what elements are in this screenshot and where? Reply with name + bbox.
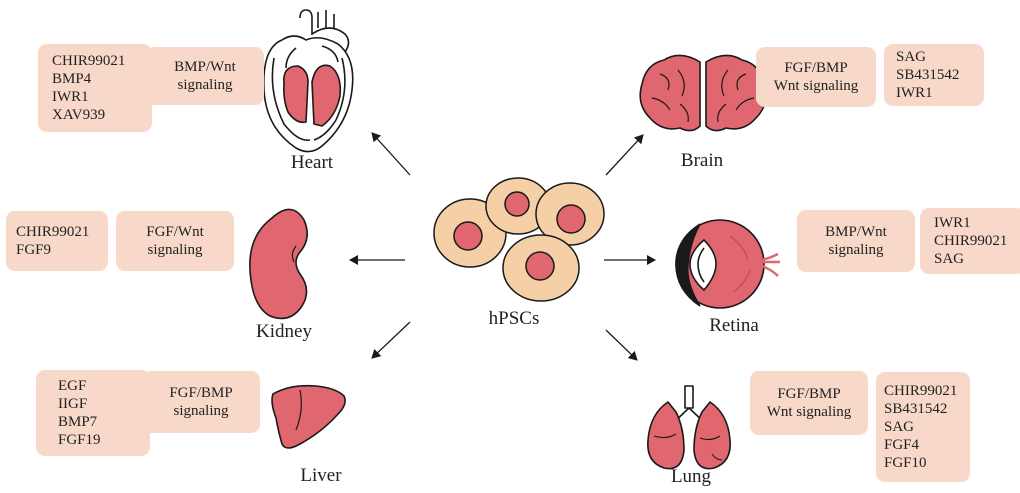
brain-compound: SAG — [896, 48, 984, 66]
brain-pathway-box: FGF/BMP Wnt signaling — [756, 47, 876, 107]
retina-pathway-line: signaling — [797, 241, 915, 259]
heart-pathway-line: BMP/Wnt — [146, 58, 264, 76]
brain-pathway-line: Wnt signaling — [756, 77, 876, 95]
heart-compound: CHIR99021 — [52, 52, 152, 70]
heart-compounds-box: CHIR99021 BMP4 IWR1 XAV939 — [38, 44, 152, 132]
liver-compound: FGF19 — [58, 431, 150, 449]
heart-compound: XAV939 — [52, 106, 152, 124]
heart-compound: BMP4 — [52, 70, 152, 88]
retina-pathway-box: BMP/Wnt signaling — [797, 210, 915, 272]
brain-illustration — [640, 55, 766, 130]
lung-compound: FGF10 — [884, 454, 970, 472]
lung-compound: SB431542 — [884, 400, 970, 418]
lung-illustration — [648, 386, 730, 469]
liver-compound: EGF — [58, 377, 150, 395]
kidney-illustration — [250, 209, 307, 318]
retina-label: Retina — [664, 315, 804, 337]
liver-pathway-line: signaling — [142, 402, 260, 420]
brain-compounds-box: SAG SB431542 IWR1 — [884, 44, 984, 106]
heart-label: Heart — [242, 152, 382, 174]
arrow-to-liver — [372, 322, 410, 358]
liver-label: Liver — [251, 465, 391, 487]
heart-pathway-line: signaling — [146, 76, 264, 94]
liver-compounds-box: EGF IIGF BMP7 FGF19 — [36, 370, 150, 456]
lung-compound: CHIR99021 — [884, 382, 970, 400]
lung-pathway-box: FGF/BMP Wnt signaling — [750, 371, 868, 435]
brain-label: Brain — [632, 150, 772, 172]
hpsc-cells — [434, 178, 604, 301]
retina-compound: SAG — [934, 250, 1020, 268]
retina-compound: CHIR99021 — [934, 232, 1020, 250]
heart-illustration — [264, 10, 353, 152]
lung-compounds-box: CHIR99021 SB431542 SAG FGF4 FGF10 — [876, 372, 970, 482]
heart-pathway-box: BMP/Wnt signaling — [146, 47, 264, 105]
liver-compound: BMP7 — [58, 413, 150, 431]
brain-compound: SB431542 — [896, 66, 984, 84]
arrow-to-lung — [606, 330, 637, 360]
brain-compound: IWR1 — [896, 84, 984, 102]
eye-illustration — [676, 220, 780, 308]
kidney-compound: CHIR99021 — [16, 223, 108, 241]
kidney-pathway-line: signaling — [116, 241, 234, 259]
lung-pathway-line: Wnt signaling — [750, 403, 868, 421]
kidney-label: Kidney — [214, 321, 354, 343]
liver-pathway-line: FGF/BMP — [142, 384, 260, 402]
lung-compound: FGF4 — [884, 436, 970, 454]
retina-compounds-box: IWR1 CHIR99021 SAG — [920, 208, 1020, 274]
lung-label: Lung — [621, 466, 761, 488]
retina-compound: IWR1 — [934, 214, 1020, 232]
lung-compound: SAG — [884, 418, 970, 436]
brain-pathway-line: FGF/BMP — [756, 59, 876, 77]
heart-compound: IWR1 — [52, 88, 152, 106]
hpscs-label: hPSCs — [444, 308, 584, 330]
kidney-pathway-line: FGF/Wnt — [116, 223, 234, 241]
liver-illustration — [272, 386, 345, 448]
kidney-compounds-box: CHIR99021 FGF9 — [6, 211, 108, 271]
stem-cell — [503, 235, 579, 301]
kidney-pathway-box: FGF/Wnt signaling — [116, 211, 234, 271]
kidney-compound: FGF9 — [16, 241, 108, 259]
liver-compound: IIGF — [58, 395, 150, 413]
retina-pathway-line: BMP/Wnt — [797, 223, 915, 241]
liver-pathway-box: FGF/BMP signaling — [142, 371, 260, 433]
lung-pathway-line: FGF/BMP — [750, 385, 868, 403]
